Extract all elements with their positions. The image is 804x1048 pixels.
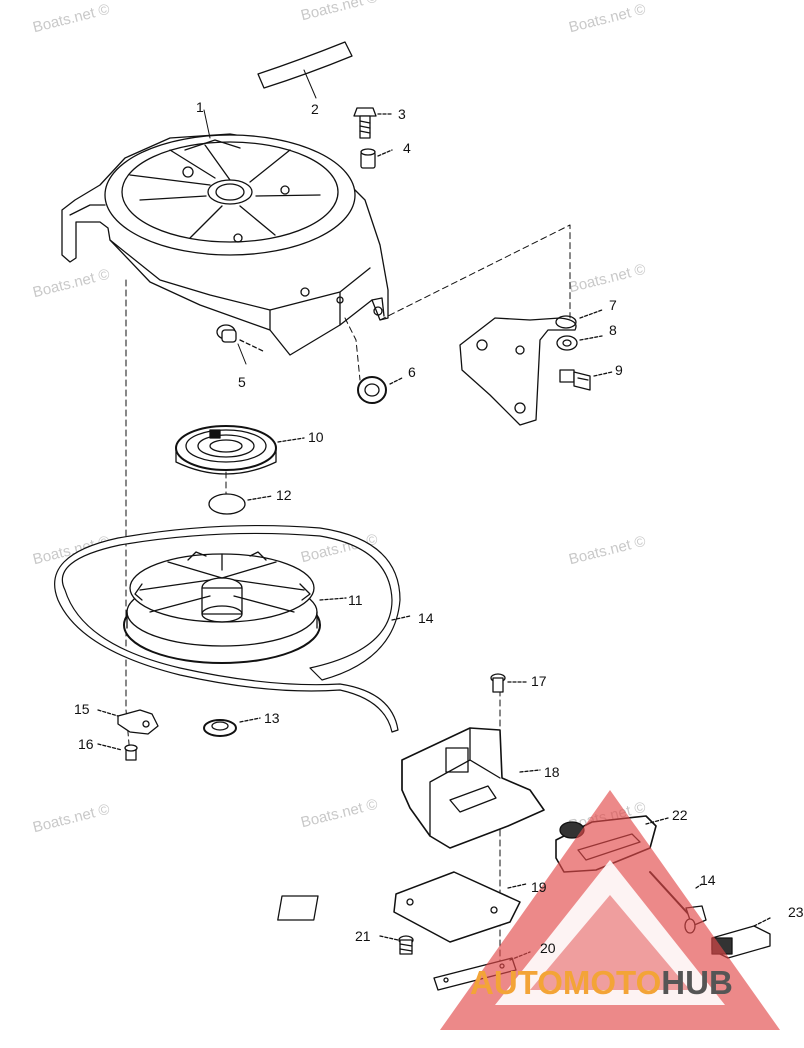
- part-21-screw: [379, 935, 414, 955]
- callout-22: 22: [672, 807, 688, 823]
- callout-14b: 14: [700, 872, 716, 888]
- callout-1: 1: [196, 99, 204, 115]
- callout-19: 19: [531, 879, 547, 895]
- part-17-screw: [490, 673, 527, 693]
- part-13-bushing: [203, 717, 261, 737]
- brand-logo-part2: HUB: [661, 964, 733, 1001]
- part-19-plate: [277, 871, 527, 943]
- callout-16: 16: [78, 736, 94, 752]
- part-2-decal: [257, 41, 353, 99]
- callout-2: 2: [311, 101, 319, 117]
- assembly-lines: [125, 224, 571, 986]
- part-8-washer: [556, 335, 603, 351]
- callout-3: 3: [398, 106, 406, 122]
- part-15-clip: [97, 709, 159, 735]
- part-6-lock-washer: [357, 376, 403, 404]
- callout-15: 15: [74, 701, 90, 717]
- callout-11: 11: [348, 592, 363, 608]
- part-4-spacer: [360, 148, 393, 169]
- callout-13: 13: [264, 710, 280, 726]
- logo-triangle-icon: [440, 790, 780, 1030]
- callout-21: 21: [355, 928, 371, 944]
- part-18-bracket: [401, 727, 545, 849]
- callout-23: 23: [788, 904, 804, 920]
- callout-12: 12: [276, 487, 292, 503]
- part-11-pulley: [123, 551, 347, 664]
- callout-14: 14: [418, 610, 434, 626]
- part-16-screw: [97, 743, 138, 761]
- callout-10: 10: [308, 429, 324, 445]
- callout-5: 5: [238, 374, 246, 390]
- brand-logo-part1: AUTOMOTO: [470, 964, 662, 1001]
- brand-logo: AUTOMOTOHUB: [470, 964, 733, 1002]
- part-9-bolt: [559, 369, 613, 391]
- part-14-rope: [54, 524, 411, 733]
- callout-7: 7: [609, 297, 617, 313]
- part-12-cap: [208, 493, 273, 515]
- callout-9: 9: [615, 362, 623, 378]
- callout-4: 4: [403, 140, 411, 156]
- callout-17: 17: [531, 673, 547, 689]
- callout-18: 18: [544, 764, 560, 780]
- part-1-starter-housing: [61, 109, 389, 356]
- part-7-bracket: [459, 309, 603, 426]
- callout-8: 8: [609, 322, 617, 338]
- part-10-spring: [175, 425, 305, 475]
- callout-6: 6: [408, 364, 416, 380]
- part-5-plug: [216, 324, 266, 365]
- callout-20: 20: [540, 940, 556, 956]
- part-3-bolt: [353, 107, 393, 139]
